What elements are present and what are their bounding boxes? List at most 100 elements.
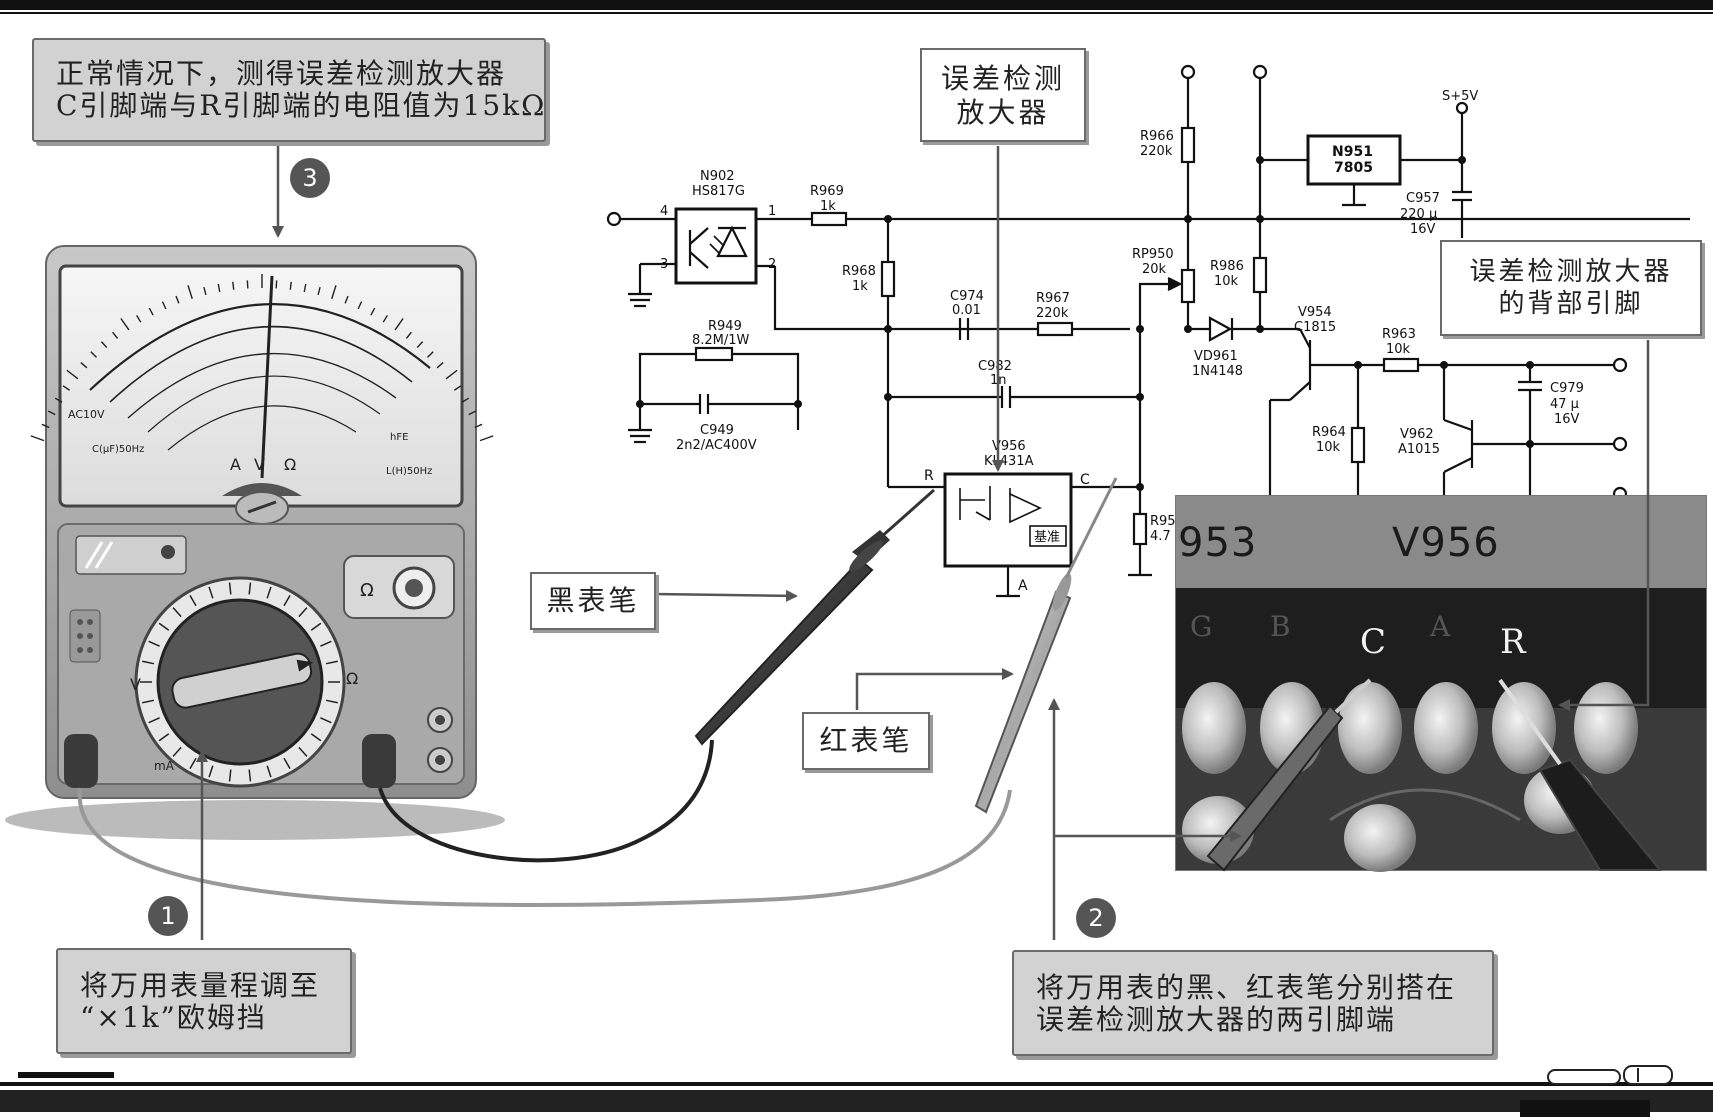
v962-part: A1015 xyxy=(1398,442,1440,457)
opto-pin4: 4 xyxy=(660,204,668,219)
c982-label: C982 xyxy=(978,359,1012,374)
dial-tick xyxy=(158,733,170,742)
r986-value: 10k xyxy=(1214,274,1239,289)
dial-tick xyxy=(189,757,197,769)
scale-tick xyxy=(445,369,458,380)
solder-pad xyxy=(1338,682,1402,774)
meter-scale-arcs xyxy=(89,303,431,451)
c949-value: 2n2/AC400V xyxy=(676,438,757,453)
v954-label: V954 xyxy=(1298,305,1332,320)
opto-pin3: 3 xyxy=(660,257,668,272)
scale-tick xyxy=(382,315,388,323)
scale-tick xyxy=(161,301,167,310)
dial-tick xyxy=(228,769,232,782)
dial-tick xyxy=(310,622,322,631)
c979-value: 47 μ xyxy=(1550,397,1579,412)
error-amp-callout: 误差检测 放大器 xyxy=(920,48,1086,142)
photo-pin-a: A xyxy=(1430,610,1451,643)
dial-tick xyxy=(298,607,308,618)
solder-pad xyxy=(1574,682,1638,774)
scale-tick xyxy=(203,286,207,296)
rp950-label: RP950 xyxy=(1132,247,1174,262)
circuit-labels: N902 HS817G 4 3 1 2 R969 1k R968 1k R949… xyxy=(660,89,1584,594)
n902-label: N902 xyxy=(700,169,735,184)
range-selector-dial xyxy=(134,576,346,788)
connector-lines xyxy=(196,146,1650,940)
scale-tick xyxy=(54,397,63,403)
scale-tick xyxy=(289,281,292,290)
regulator-n951 xyxy=(1306,134,1402,186)
c957-label: C957 xyxy=(1406,191,1440,206)
dial-tick xyxy=(172,746,182,757)
photo-pin-r: R xyxy=(1500,622,1526,662)
dial-tick xyxy=(283,757,291,769)
meter-zero-ohm-label: Ω xyxy=(360,580,374,601)
dial-tick xyxy=(310,733,322,742)
dial-tick xyxy=(248,769,252,782)
step2-line2: 误差检测放大器的两引脚端 xyxy=(1036,1003,1397,1036)
step2-line1: 将万用表的黑、红表笔分别搭在 xyxy=(1036,971,1457,1004)
r968-label: R968 xyxy=(842,264,876,279)
c949-label: C949 xyxy=(700,423,734,438)
r949-label: R949 xyxy=(708,319,742,334)
error-amp-line2: 放大器 xyxy=(956,96,1050,129)
r963-label: R963 xyxy=(1382,327,1416,342)
step1-callout: 将万用表量程调至 “×1k”欧姆挡 xyxy=(56,948,352,1054)
dial-tick xyxy=(142,660,155,665)
scale-tick xyxy=(136,315,142,323)
v962-label: V962 xyxy=(1400,427,1434,442)
scale-tick xyxy=(405,331,412,339)
reference-label: 基准 xyxy=(1034,530,1060,545)
scale-tick xyxy=(41,423,50,429)
solder-pad xyxy=(1182,682,1246,774)
pencil-eraser-icon xyxy=(1547,1065,1673,1085)
step3-badge: 3 xyxy=(290,158,330,198)
error-amp-line1: 误差检测 xyxy=(940,62,1065,95)
scale-tick xyxy=(303,283,307,293)
pcb-photo-inset xyxy=(1175,495,1707,872)
r969-label: R969 xyxy=(810,184,844,199)
solder-pad xyxy=(1492,682,1556,774)
meter-ac-label: AC10V xyxy=(68,408,105,421)
dial-ma-label: mA xyxy=(154,759,175,773)
dial-tick xyxy=(266,586,272,599)
back-pin-callout: 误差检测放大器 的背部引脚 xyxy=(1440,240,1702,336)
scale-tick xyxy=(479,435,494,442)
dial-ohm-label: Ω xyxy=(346,669,358,688)
dial-tick xyxy=(142,699,155,704)
scale-tick xyxy=(112,331,119,339)
red-probe xyxy=(974,477,1118,814)
schematic-pin-a: A xyxy=(1018,578,1028,594)
scale-tick xyxy=(394,318,404,331)
r963-value: 10k xyxy=(1386,342,1411,357)
black-probe-label: 黑表笔 xyxy=(530,572,656,630)
c979-label: C979 xyxy=(1550,381,1584,396)
solder-pad xyxy=(1414,682,1478,774)
scale-tick xyxy=(100,341,108,349)
n951-part: 7805 xyxy=(1334,160,1373,176)
opto-pin2: 2 xyxy=(768,257,776,272)
dial-tick xyxy=(208,765,214,778)
v956-part: KL431A xyxy=(984,454,1034,469)
scale-tick xyxy=(370,307,376,316)
multimeter: A V Ω AC10V C(μF)50Hz L(H)50Hz hFE Ω xyxy=(5,245,505,840)
schematic-pin-c: C xyxy=(1080,472,1090,488)
dial-tick xyxy=(320,640,332,647)
scale-tick xyxy=(232,281,235,290)
step3-line1: 正常情况下，测得误差检测放大器 xyxy=(56,57,507,90)
scale-tick xyxy=(344,295,349,304)
meter-ticks xyxy=(30,274,494,442)
scale-tick xyxy=(416,341,424,349)
dial-tick xyxy=(320,717,332,724)
scale-tick xyxy=(317,286,321,296)
scale-tick xyxy=(436,362,444,369)
vd961-label: VD961 xyxy=(1194,349,1238,364)
meter-mode-a: A xyxy=(230,455,241,474)
r966-value: 220k xyxy=(1140,144,1173,159)
v954-part: C1815 xyxy=(1294,320,1336,335)
scale-tick xyxy=(187,285,193,299)
r986-label: R986 xyxy=(1210,259,1244,274)
c957-value: 220 μ xyxy=(1400,207,1437,222)
